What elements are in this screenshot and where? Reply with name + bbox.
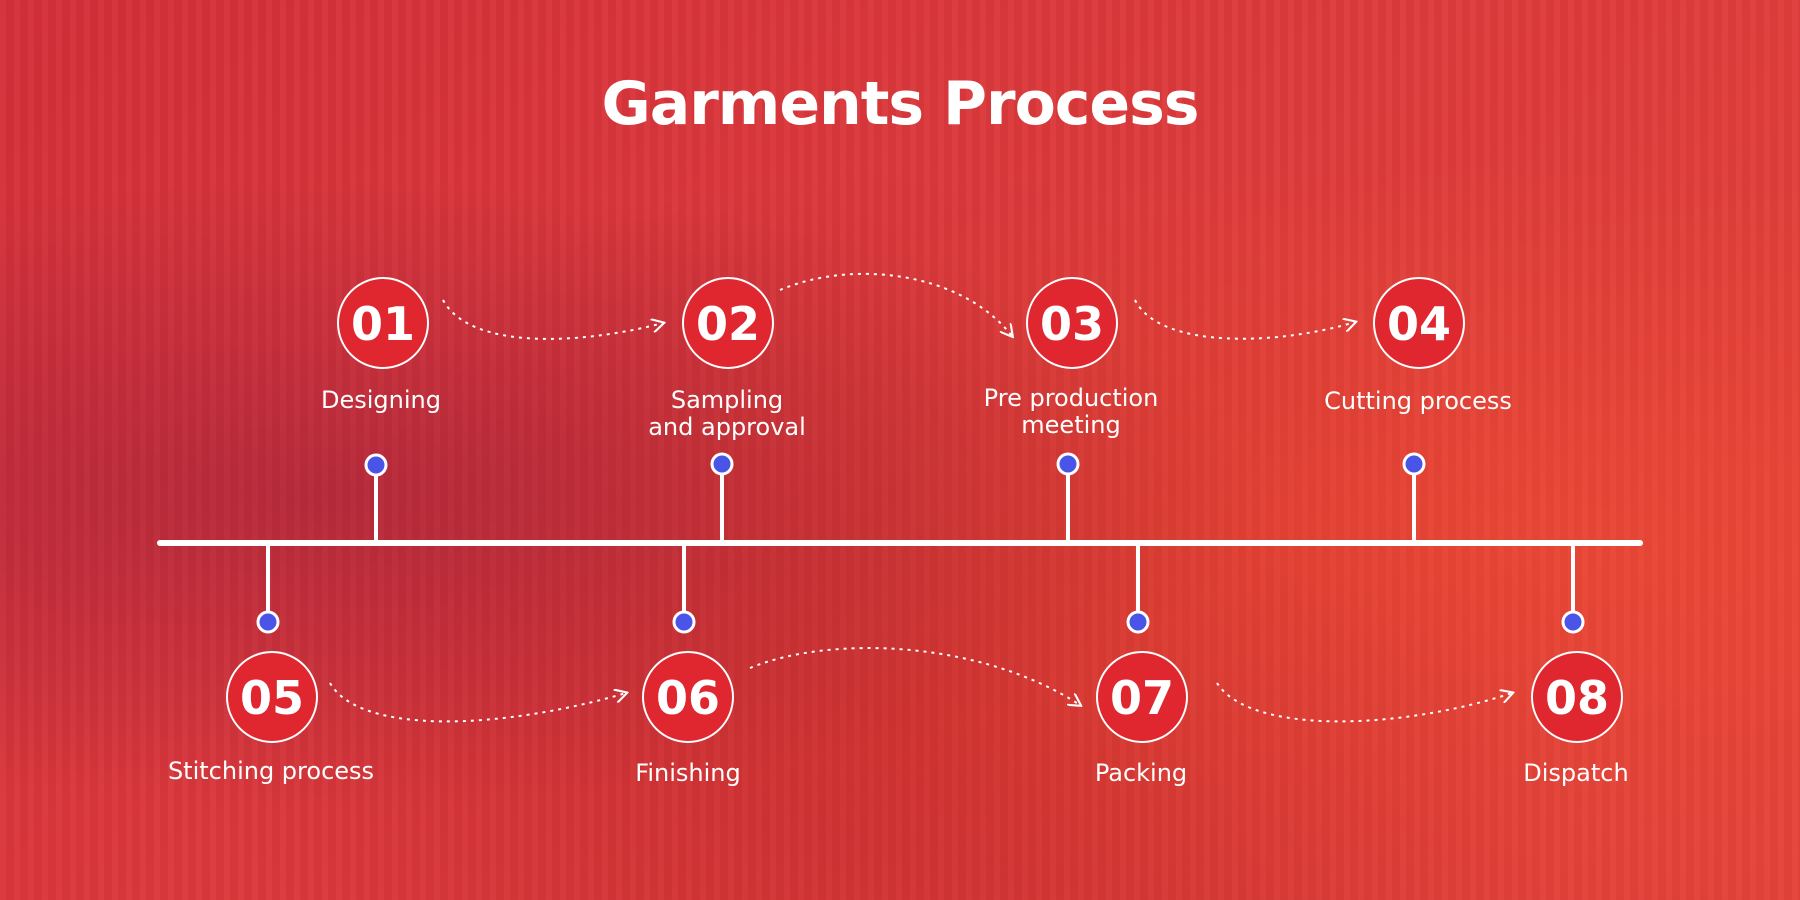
timeline-dot-06 bbox=[674, 612, 694, 632]
step-label: Pre production bbox=[984, 384, 1159, 412]
step-number: 04 bbox=[1387, 297, 1451, 351]
step-label: Sampling bbox=[671, 386, 783, 414]
step-label: Dispatch bbox=[1523, 759, 1628, 787]
arrow-07-to-08 bbox=[1217, 683, 1512, 721]
arrow-02-to-03 bbox=[780, 274, 1012, 336]
arrow-03-to-04 bbox=[1135, 300, 1355, 339]
timeline-dot-01 bbox=[366, 455, 386, 475]
step-04: 04 Cutting process bbox=[1324, 278, 1512, 415]
page-title: Garments Process bbox=[601, 69, 1198, 139]
timeline-dot-04 bbox=[1404, 454, 1424, 474]
step-number: 03 bbox=[1040, 297, 1104, 351]
step-label: Designing bbox=[321, 386, 441, 414]
step-label: Packing bbox=[1095, 759, 1187, 787]
arrow-05-to-06 bbox=[330, 683, 626, 721]
step-label: Cutting process bbox=[1324, 387, 1512, 415]
step-number: 08 bbox=[1545, 671, 1609, 725]
step-05: 05 Stitching process bbox=[168, 652, 374, 785]
step-08: 08 Dispatch bbox=[1523, 652, 1628, 787]
step-number: 06 bbox=[656, 671, 720, 725]
step-number: 01 bbox=[351, 297, 415, 351]
step-01: 01 Designing bbox=[321, 278, 441, 414]
step-label-line2: and approval bbox=[648, 413, 806, 441]
timeline-dot-08 bbox=[1563, 612, 1583, 632]
step-02: 02 Sampling and approval bbox=[648, 278, 806, 441]
step-number: 07 bbox=[1110, 671, 1174, 725]
timeline-dot-05 bbox=[258, 612, 278, 632]
step-label: Stitching process bbox=[168, 757, 374, 785]
timeline-dot-07 bbox=[1128, 612, 1148, 632]
arrow-01-to-02 bbox=[443, 300, 663, 339]
step-03: 03 Pre production meeting bbox=[984, 278, 1159, 439]
step-number: 02 bbox=[696, 297, 760, 351]
arrow-06-to-07 bbox=[750, 648, 1080, 705]
step-number: 05 bbox=[240, 671, 304, 725]
step-label-line2: meeting bbox=[1021, 411, 1120, 439]
timeline-dot-03 bbox=[1058, 454, 1078, 474]
step-06: 06 Finishing bbox=[635, 652, 740, 787]
timeline-dot-02 bbox=[712, 454, 732, 474]
step-07: 07 Packing bbox=[1095, 652, 1187, 787]
step-label: Finishing bbox=[635, 759, 740, 787]
